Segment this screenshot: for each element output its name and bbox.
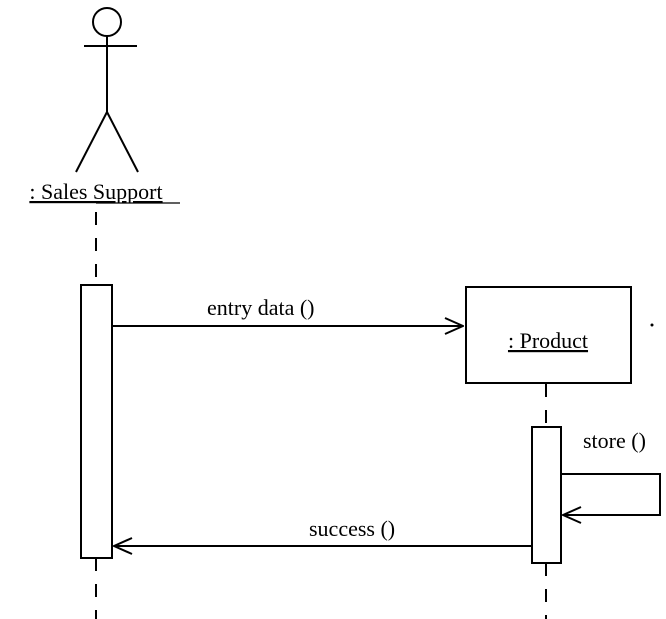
message-label: entry data () xyxy=(207,295,315,320)
object-box xyxy=(465,286,632,384)
actor-label: : Sales Support xyxy=(29,179,162,204)
stick-figure-icon xyxy=(75,7,139,173)
object-product: : Product xyxy=(465,286,632,384)
self-call-arrow-icon xyxy=(561,473,661,515)
message-entry-data: entry data () xyxy=(112,295,463,326)
actor-sales-support: : Sales Support xyxy=(29,7,180,204)
activation-bar-sales-support xyxy=(80,284,113,559)
activation-bar-product xyxy=(531,426,562,564)
message-label: success () xyxy=(309,516,395,541)
message-label: store () xyxy=(583,428,646,453)
message-store: store () xyxy=(561,428,661,515)
message-success: success () xyxy=(114,516,532,546)
object-label: : Product xyxy=(508,328,588,353)
stray-dot xyxy=(650,323,654,327)
